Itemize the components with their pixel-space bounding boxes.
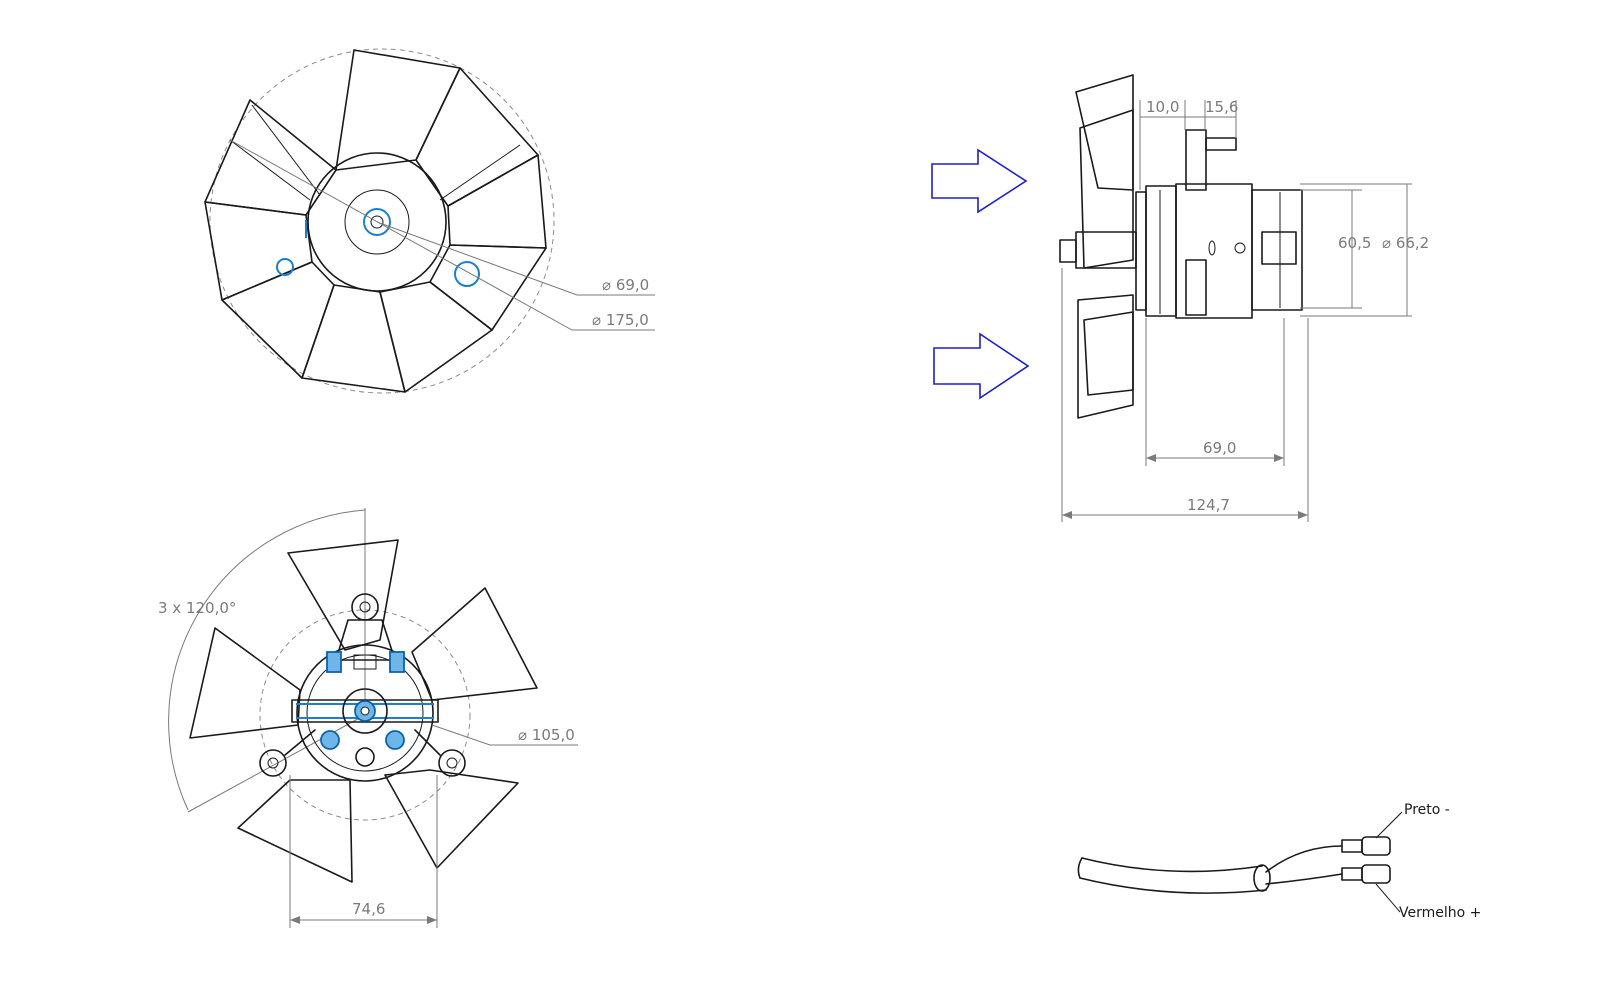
- front-hub: [307, 152, 447, 292]
- dim-15-6-label: 15,6: [1205, 98, 1238, 116]
- wire-black: [1265, 845, 1343, 873]
- rear-diameter-leader: [431, 724, 578, 746]
- rear-left-lug: [259, 749, 287, 777]
- cable-end: [1253, 864, 1271, 892]
- rear-center-hub: [342, 688, 388, 734]
- connector-red: [1341, 867, 1363, 881]
- side-blades: [1075, 74, 1134, 419]
- rear-top-lug: [351, 593, 379, 621]
- front-blades: [204, 49, 547, 393]
- terminal-block: [1261, 231, 1297, 265]
- diameter-69-label: ⌀ 69,0: [602, 276, 649, 294]
- diameter-175-label: ⌀ 175,0: [592, 311, 649, 329]
- front-sweep-circle: [209, 48, 555, 394]
- rear-view: 3 x 120,0°: [158, 508, 578, 928]
- black-leader: [1375, 811, 1403, 839]
- front-outer-leader: [229, 139, 655, 331]
- spacing-label: 74,6: [352, 900, 385, 918]
- diameter-105-label: ⌀ 105,0: [518, 726, 575, 744]
- cable-top-edge: [1081, 857, 1263, 873]
- airflow-arrow-bottom: [933, 332, 1030, 400]
- angle-arc: [168, 509, 366, 811]
- connector-black: [1341, 839, 1363, 853]
- side-view: 10,0 15,6 60,5 ⌀ 66,2 69,0 124,7: [931, 74, 1429, 522]
- red-leader: [1375, 883, 1401, 913]
- front-hub-leader: [376, 221, 655, 296]
- front-mount-lug-left: [276, 258, 294, 276]
- dim-124-7-label: 124,7: [1187, 496, 1230, 514]
- front-mount-lug: [454, 261, 480, 287]
- shaft-nut: [1059, 239, 1077, 263]
- front-view: ⌀ 69,0 ⌀ 175,0: [204, 48, 655, 394]
- cable-bottom-edge: [1079, 877, 1267, 894]
- rear-right-lug: [438, 749, 466, 777]
- motor-front-cap: [1145, 185, 1177, 317]
- dim-10-label: 10,0: [1146, 98, 1179, 116]
- airflow-arrow-top: [931, 148, 1028, 214]
- front-hub-inner: [344, 189, 410, 255]
- front-shaft: [363, 208, 391, 236]
- rear-dashed-circle: [259, 609, 471, 821]
- rear-hub: [296, 644, 434, 782]
- wire-red: [1265, 873, 1343, 885]
- dim-66-2-label: ⌀ 66,2: [1382, 234, 1429, 252]
- wiring-view: Preto - Vermelho +: [1077, 802, 1481, 921]
- motor-rear: [1251, 189, 1303, 311]
- rear-terminals: [320, 651, 405, 767]
- dim-69-label: 69,0: [1203, 439, 1236, 457]
- mount-bracket-top: [1185, 129, 1207, 191]
- wire-red-label: Vermelho +: [1399, 905, 1481, 921]
- dim-60-5-label: 60,5: [1338, 234, 1371, 252]
- motor-body: [1175, 183, 1253, 319]
- wire-black-label: Preto -: [1404, 802, 1450, 818]
- angle-label: 3 x 120,0°: [158, 599, 236, 617]
- blade-hub: [1075, 231, 1137, 269]
- rear-crossbar: [291, 699, 439, 723]
